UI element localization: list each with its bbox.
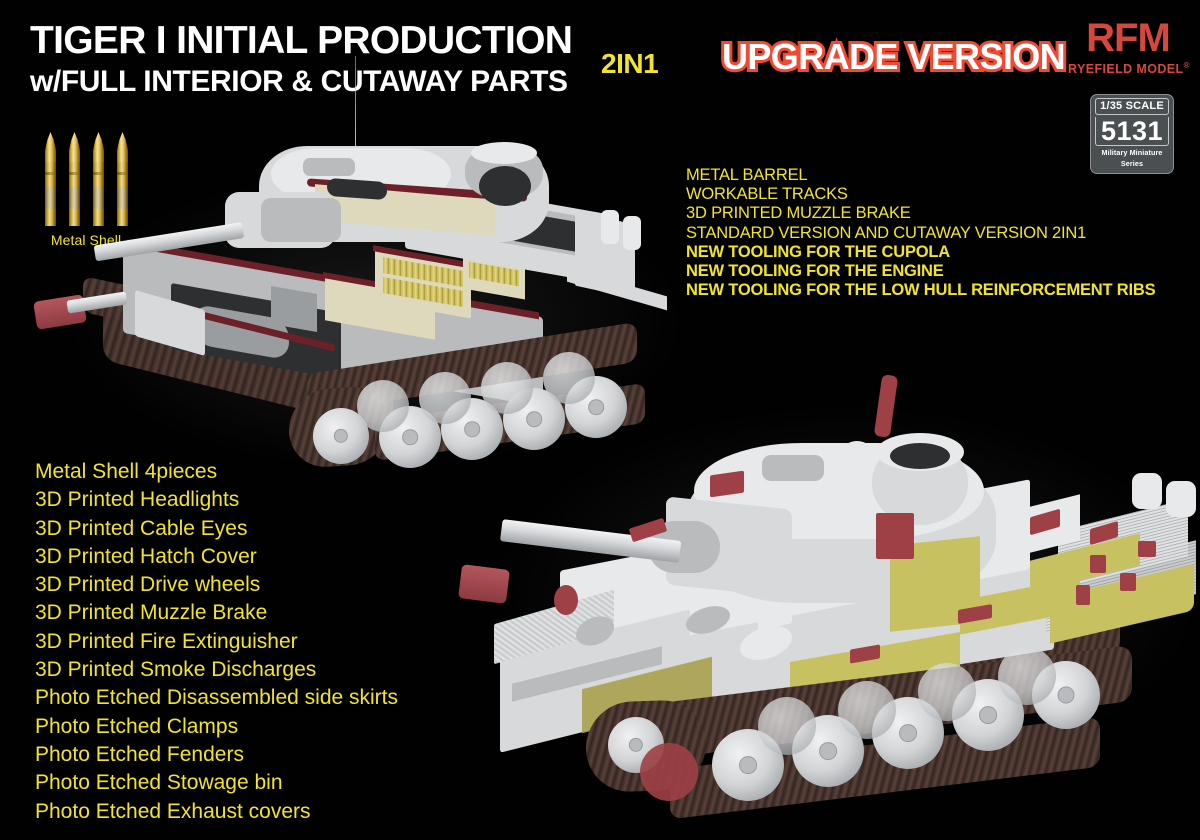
shell-midband	[93, 187, 104, 209]
road-wheel-inner	[758, 697, 816, 755]
scale-label: 1/35 SCALE	[1095, 98, 1169, 115]
registered-trademark-icon: ®	[1183, 61, 1190, 70]
shell-band	[93, 172, 104, 175]
muzzle-brake	[458, 564, 510, 604]
render-cutaway-tank	[33, 130, 685, 470]
parts-list-item: Photo Etched Clamps	[35, 714, 239, 738]
printed-clamp	[1090, 555, 1106, 573]
cupola-opening	[479, 166, 531, 206]
turret-vision-port	[842, 441, 872, 463]
exhaust-cover	[1132, 473, 1162, 509]
shell-tip	[117, 132, 128, 162]
shell-band	[69, 172, 80, 175]
printed-clamp	[1076, 585, 1090, 605]
parts-list-item: 3D Printed Hatch Cover	[35, 544, 257, 568]
brand-mark: RFM	[1086, 16, 1171, 60]
badge-2in1: 2IN1	[601, 48, 659, 79]
transmission-box	[271, 285, 317, 333]
shell-midband	[117, 187, 128, 209]
spec-list-item: NEW TOOLING FOR THE LOW HULL REINFORCEME…	[686, 281, 1156, 300]
shell-tip	[69, 132, 80, 162]
cupola-opening	[890, 443, 950, 469]
cupola-ring	[471, 142, 537, 164]
metal-shell	[45, 132, 56, 226]
parts-list-item: Photo Etched Disassembled side skirts	[35, 686, 398, 710]
parts-list-item: 3D Printed Smoke Discharges	[35, 658, 317, 682]
shell-midband	[45, 187, 56, 209]
printed-headlight	[554, 585, 578, 615]
exhaust-cover	[1166, 481, 1196, 517]
turret-roof-hatch	[762, 455, 824, 481]
spec-list-item: NEW TOOLING FOR THE CUPOLA	[686, 242, 950, 261]
page-subtitle: w/FULL INTERIOR & CUTAWAY PARTS	[30, 65, 568, 98]
exhaust-stack	[623, 216, 641, 250]
road-wheel-inner	[918, 663, 976, 721]
metal-shell-graphic: Metal Shell	[27, 128, 145, 248]
printed-clamp	[1120, 573, 1136, 591]
parts-list-item: 3D Printed Headlights	[35, 488, 240, 512]
render-standard-tank	[458, 345, 1200, 820]
shell-band	[117, 172, 128, 175]
parts-list-item: Photo Etched Stowage bin	[35, 771, 283, 795]
header-banner: TIGER I INITIAL PRODUCTION w/FULL INTERI…	[0, 0, 1200, 174]
printed-drive-wheel	[640, 743, 698, 801]
parts-list-item: Metal Shell 4pieces	[35, 460, 218, 483]
spec-list-item: NEW TOOLING FOR THE ENGINE	[686, 262, 944, 281]
brand-name: RYEFIELD MODEL®	[1068, 58, 1190, 77]
series-label: Military Miniature Series	[1101, 148, 1163, 168]
parts-list-item: Photo Etched Fenders	[35, 742, 244, 766]
shell-tip	[45, 132, 56, 162]
parts-list-item: Photo Etched Exhaust covers	[35, 799, 311, 823]
parts-list-item: 3D Printed Cable Eyes	[35, 516, 248, 540]
upgrade-version-banner: UPGRADE VERSION	[719, 33, 1069, 80]
shell-tip	[93, 132, 104, 162]
road-wheel-inner	[481, 362, 533, 414]
kit-number: 5131	[1095, 117, 1169, 146]
scale-badge: 1/35 SCALE 5131 Military Miniature Serie…	[1090, 94, 1174, 174]
road-wheel-inner	[419, 372, 471, 424]
title-block: TIGER I INITIAL PRODUCTION w/FULL INTERI…	[30, 18, 573, 100]
road-wheel-inner	[543, 352, 595, 404]
road-wheel-inner	[357, 380, 409, 432]
page-title: TIGER I INITIAL PRODUCTION	[30, 19, 573, 62]
shell-band	[45, 172, 56, 175]
spec-list-item: METAL BARREL	[686, 166, 808, 184]
metal-shell	[93, 132, 104, 226]
gun-breech	[261, 198, 341, 242]
parts-list-item: 3D Printed Drive wheels	[35, 573, 261, 597]
turret-hatch-detail	[303, 158, 355, 176]
parts-list-item: 3D Printed Muzzle Brake	[35, 601, 268, 625]
antenna-whip	[355, 56, 357, 164]
road-wheel-inner	[998, 647, 1056, 705]
printed-clamp	[1138, 541, 1156, 557]
metal-shell	[69, 132, 80, 226]
road-wheel-inner	[838, 681, 896, 739]
brand-logo: RFM RYEFIELD MODEL®	[1068, 16, 1190, 77]
spec-list-item: STANDARD VERSION AND CUTAWAY VERSION 2IN…	[686, 223, 1087, 242]
printed-smoke-discharger	[876, 513, 914, 559]
shell-midband	[69, 187, 80, 209]
exhaust-stack	[601, 210, 619, 244]
brand-name-text: RYEFIELD MODEL	[1068, 62, 1184, 77]
metal-shell	[117, 132, 128, 226]
parts-feature-list: Metal Shell 4pieces 3D Printed Headlights…	[35, 458, 398, 826]
shell-row	[27, 128, 145, 226]
spec-list-item: 3D PRINTED MUZZLE BRAKE	[686, 204, 911, 223]
parts-list-item: 3D Printed Fire Extinguisher	[35, 629, 298, 653]
spec-list-item: WORKABLE TRACKS	[686, 185, 848, 204]
